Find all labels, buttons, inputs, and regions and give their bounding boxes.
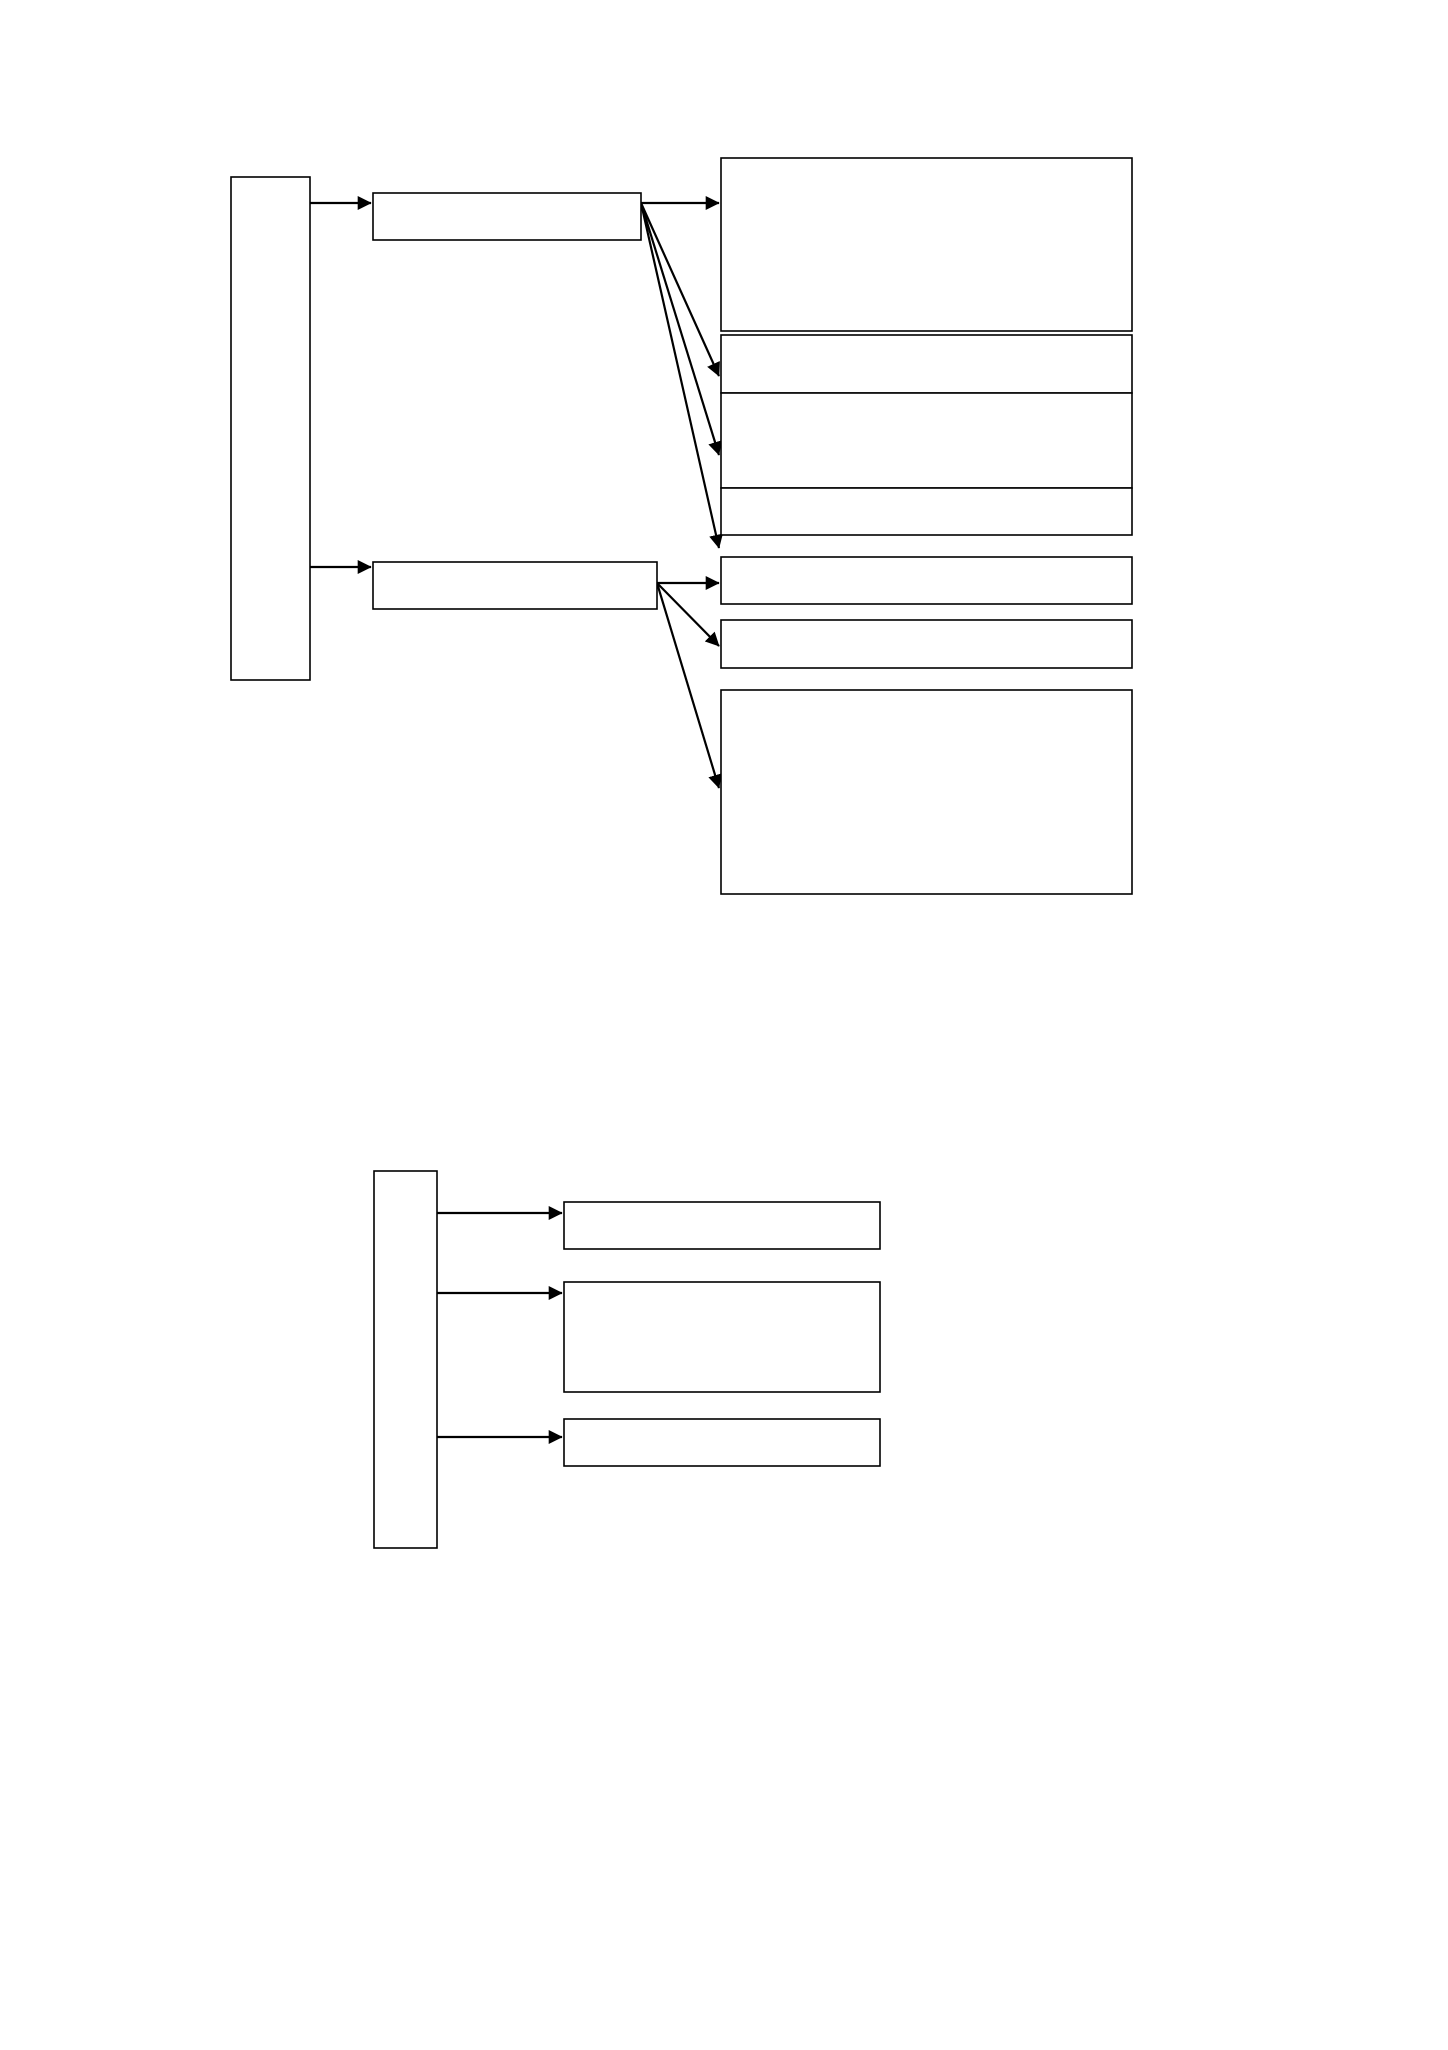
node-leaf-a2 <box>720 334 1133 394</box>
edge-branch-b-to-leaf-b2 <box>656 582 720 647</box>
node-branch-b <box>372 561 658 610</box>
edge-branch-a-to-leaf-a4 <box>639 202 723 549</box>
node-root <box>230 176 311 681</box>
node-root2 <box>373 1170 438 1549</box>
diagram-bottom-edges <box>437 1206 563 1444</box>
node-leaf-a4 <box>720 487 1133 536</box>
node-branch-a <box>372 192 642 241</box>
node-leaf-b2 <box>720 619 1133 669</box>
node-item-2 <box>563 1281 881 1393</box>
edge-branch-a-to-leaf-a2 <box>639 202 721 377</box>
edge-branch-a-to-leaf-a3 <box>639 202 722 456</box>
node-leaf-b3 <box>720 689 1133 895</box>
edge-branch-b-to-leaf-b3 <box>655 582 722 789</box>
node-leaf-a3 <box>720 392 1133 489</box>
node-leaf-b1 <box>720 556 1133 605</box>
node-item-3 <box>563 1418 881 1467</box>
diagram-top-edges <box>310 196 723 789</box>
diagram-bottom <box>373 1170 881 1549</box>
diagram-top <box>230 157 1133 895</box>
node-leaf-a1 <box>720 157 1133 332</box>
node-item-1 <box>563 1201 881 1250</box>
